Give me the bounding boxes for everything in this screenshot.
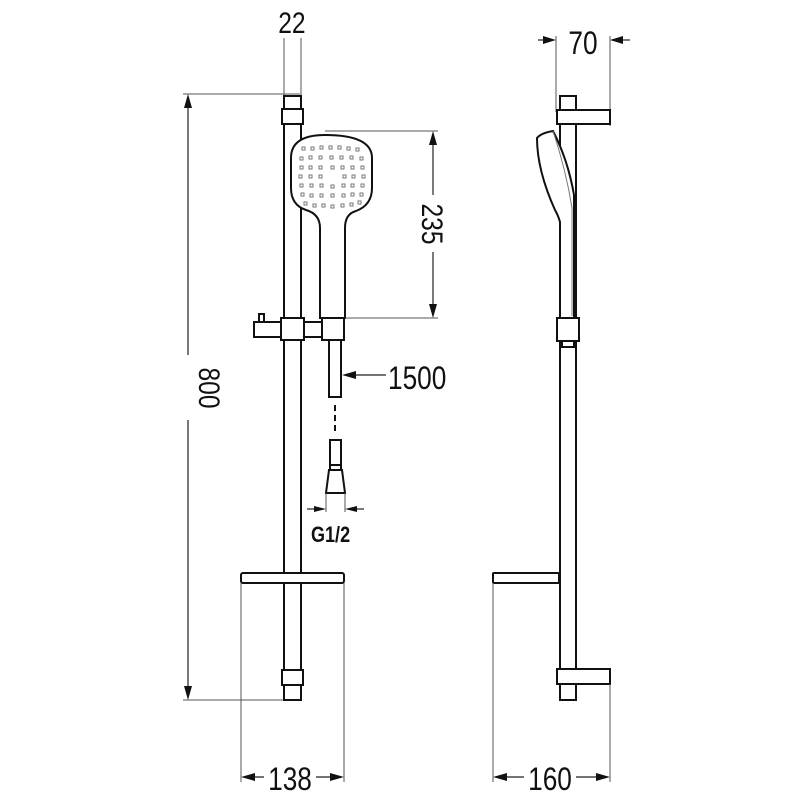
hose-connector: [324, 469, 347, 494]
slider-block: [280, 317, 305, 341]
side-hand-shower: [535, 129, 575, 319]
side-bottom-bracket: [556, 668, 611, 685]
side-slider: [556, 317, 580, 342]
dim-hose-length: 1500: [388, 362, 446, 397]
front-view: 22 800: [183, 6, 449, 798]
head-holder: [321, 317, 345, 341]
hose-upper: [328, 339, 342, 398]
hand-shower: [290, 133, 373, 319]
side-top-bracket: [556, 109, 611, 125]
slider-lever: [253, 321, 285, 338]
rail-top-cap: [281, 108, 304, 125]
dim-shelf-depth: 160: [528, 763, 572, 798]
dim-bracket-depth: 70: [568, 27, 597, 62]
dim-shelf-width: 138: [268, 763, 312, 798]
soap-shelf-side: [492, 572, 560, 584]
dim-total-height: 800: [192, 367, 226, 408]
side-view: 70 160: [492, 27, 630, 798]
slide-rail: [283, 95, 302, 701]
dim-connection-thread: G1/2: [311, 523, 350, 547]
nozzle-grid: [298, 145, 366, 209]
dim-head-length: 235: [415, 203, 449, 244]
soap-shelf-front: [240, 572, 345, 584]
dim-rail-diameter: 22: [278, 6, 305, 40]
rail-bottom-cap: [281, 669, 304, 686]
